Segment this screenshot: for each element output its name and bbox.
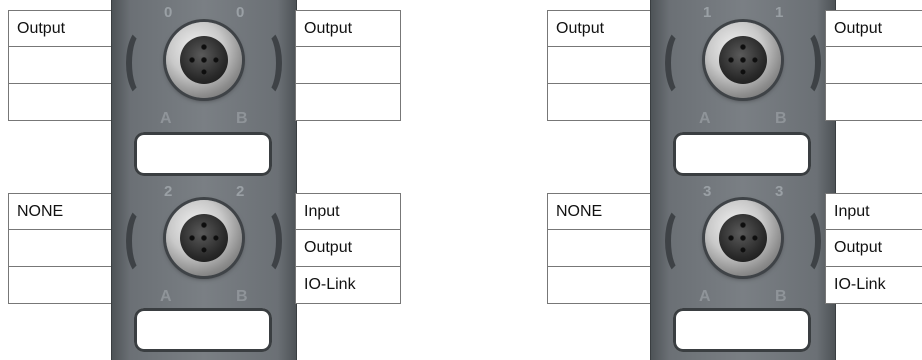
io-housing: 0 0 A B 2 2 (111, 0, 297, 360)
label-cell (825, 84, 922, 121)
label-slot (134, 132, 272, 176)
label-slot (673, 308, 811, 352)
channel-number: 2 (236, 183, 245, 200)
pin-a-letter: A (699, 110, 711, 127)
pin-b-letter: B (775, 288, 787, 305)
label-cell (8, 47, 114, 84)
pin-a-letter: A (160, 288, 172, 305)
label-cell (547, 84, 653, 121)
pin-a-letter: A (699, 288, 711, 305)
label-cell: Output (825, 10, 922, 47)
io-housing: 1 1 A B 3 3 (650, 0, 836, 360)
label-cell (547, 47, 653, 84)
led-arc (665, 28, 697, 98)
pin-b-letter: B (775, 110, 787, 127)
label-slot (673, 132, 811, 176)
label-cell (295, 47, 401, 84)
led-arc (789, 28, 821, 98)
led-arc (665, 206, 697, 276)
led-arc (250, 28, 282, 98)
io-module-right: Output NONE 1 1 A B 3 3 (547, 0, 922, 360)
channel-number: 2 (164, 183, 173, 200)
m12-connector-icon (166, 22, 242, 98)
led-arc (126, 28, 158, 98)
port-2-left-labels: NONE (8, 193, 114, 304)
label-cell: IO-Link (295, 267, 401, 304)
label-cell: IO-Link (825, 267, 922, 304)
port-1-left-labels: Output (547, 10, 653, 121)
m12-connector-icon (705, 22, 781, 98)
channel-number: 3 (775, 183, 784, 200)
label-cell: Output (295, 230, 401, 267)
port-0-left-labels: Output (8, 10, 114, 121)
m12-connector-icon (705, 200, 781, 276)
label-cell: Output (547, 10, 653, 47)
led-arc (250, 206, 282, 276)
port-1-right-labels: Output (825, 10, 922, 121)
label-cell (825, 47, 922, 84)
pin-b-letter: B (236, 110, 248, 127)
io-module-left: Output NONE 0 0 A B 2 2 (8, 0, 402, 360)
label-cell: Output (8, 10, 114, 47)
label-cell: NONE (547, 193, 653, 230)
led-arc (789, 206, 821, 276)
port-0-right-labels: Output (295, 10, 401, 121)
label-cell (547, 230, 653, 267)
port-3-right-labels: Input Output IO-Link (825, 193, 922, 304)
port-3-left-labels: NONE (547, 193, 653, 304)
label-cell: NONE (8, 193, 114, 230)
label-cell (547, 267, 653, 304)
label-cell (8, 84, 114, 121)
channel-number: 0 (164, 4, 173, 21)
led-arc (126, 206, 158, 276)
channel-number: 0 (236, 4, 245, 21)
label-cell: Input (825, 193, 922, 230)
label-cell: Output (825, 230, 922, 267)
label-cell (8, 267, 114, 304)
channel-number: 1 (775, 4, 784, 21)
label-cell (295, 84, 401, 121)
channel-number: 1 (703, 4, 712, 21)
pin-a-letter: A (160, 110, 172, 127)
port-2-right-labels: Input Output IO-Link (295, 193, 401, 304)
label-cell (8, 230, 114, 267)
label-cell: Output (295, 10, 401, 47)
label-cell: Input (295, 193, 401, 230)
pin-b-letter: B (236, 288, 248, 305)
label-slot (134, 308, 272, 352)
channel-number: 3 (703, 183, 712, 200)
m12-connector-icon (166, 200, 242, 276)
